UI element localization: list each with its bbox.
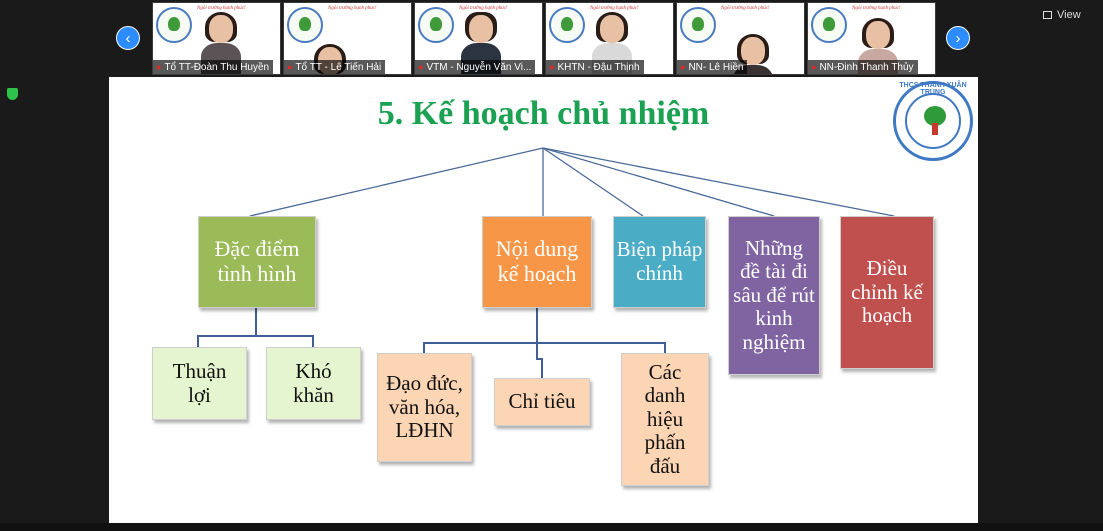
connector-lines — [197, 147, 895, 378]
node-danh-hieu-phan-dau: Các danh hiệu phấn đấu — [621, 353, 709, 486]
encryption-shield-icon — [7, 88, 18, 100]
tile-banner: Ngôi trường hạnh phúc! — [852, 6, 901, 11]
tile-banner: Ngôi trường hạnh phúc! — [197, 6, 246, 11]
node-kho-khan: Khó khăn — [266, 347, 361, 420]
school-logo: THCS THANH XUÂN TRUNG — [893, 81, 973, 161]
node-dac-diem-tinh-hinh: Đặc điểm tình hình — [198, 216, 316, 308]
node-nhung-de-tai: Những đề tài đi sâu để rút kinh nghiệm — [728, 216, 820, 375]
school-logo-icon — [811, 7, 847, 43]
participant-tile[interactable]: Ngôi trường hạnh phúc! ●KHTN - Đậu Thịnh — [545, 2, 674, 75]
participant-name: ●NN-Đinh Thanh Thủy — [808, 60, 918, 74]
participant-video — [592, 12, 632, 74]
node-noi-dung-ke-hoach: Nội dung kế hoạch — [482, 216, 592, 308]
taskbar — [0, 523, 1103, 531]
next-page-button[interactable]: › — [946, 26, 970, 50]
muted-mic-icon: ● — [811, 62, 817, 72]
school-logo-icon — [156, 7, 192, 43]
muted-mic-icon: ● — [680, 62, 686, 72]
chevron-right-icon: › — [955, 30, 961, 47]
school-logo-icon — [418, 7, 454, 43]
muted-mic-icon: ● — [418, 62, 424, 72]
participant-video — [733, 34, 773, 74]
participant-strip: ‹ Ngôi trường hạnh phúc! ●Tổ TT-Đoàn Thu… — [0, 0, 1103, 78]
participant-tile[interactable]: Ngôi trường hạnh phúc! ●Tổ TT - Lê Tiến … — [283, 2, 412, 75]
school-logo-icon — [287, 7, 323, 43]
tile-banner: Ngôi trường hạnh phúc! — [590, 6, 639, 11]
previous-page-button[interactable]: ‹ — [116, 26, 140, 50]
participant-tile[interactable]: Ngôi trường hạnh phúc! ●NN- Lê Hiền — [676, 2, 805, 75]
shared-slide: 5. Kế hoạch chủ nhiệm THCS THANH XUÂN TR… — [109, 77, 978, 523]
tile-banner: Ngôi trường hạnh phúc! — [721, 6, 770, 11]
participant-name: ●Tổ TT-Đoàn Thu Huyền — [153, 60, 274, 74]
participant-name: ●NN- Lê Hiền — [677, 60, 748, 74]
participant-tile[interactable]: Ngôi trường hạnh phúc! ●NN-Đinh Thanh Th… — [807, 2, 936, 75]
view-button[interactable]: View — [1043, 9, 1081, 21]
participant-tile[interactable]: Ngôi trường hạnh phúc! ●VTM - Nguyễn Văn… — [414, 2, 543, 75]
node-dao-duc: Đạo đức, văn hóa, LĐHN — [377, 353, 472, 462]
node-thuan-loi: Thuận lợi — [152, 347, 247, 420]
chevron-left-icon: ‹ — [125, 30, 131, 47]
node-dieu-chinh-ke-hoach: Điều chỉnh kế hoạch — [840, 216, 934, 369]
slide-title: 5. Kế hoạch chủ nhiệm — [377, 95, 710, 132]
participant-name: ●Tổ TT - Lê Tiến Hải — [284, 60, 386, 74]
logo-text: THCS THANH XUÂN TRUNG — [899, 82, 967, 96]
node-chi-tieu: Chỉ tiêu — [494, 378, 590, 426]
node-bien-phap-chinh: Biện pháp chính — [613, 216, 706, 308]
tile-banner: Ngôi trường hạnh phúc! — [459, 6, 508, 11]
school-logo-icon — [549, 7, 585, 43]
participant-name: ●KHTN - Đậu Thịnh — [546, 60, 644, 74]
muted-mic-icon: ● — [549, 62, 555, 72]
grid-view-icon — [1043, 11, 1052, 19]
participant-tile[interactable]: Ngôi trường hạnh phúc! ●Tổ TT-Đoàn Thu H… — [152, 2, 281, 75]
participant-name: ●VTM - Nguyễn Văn Vi... — [415, 60, 536, 74]
tile-banner: Ngôi trường hạnh phúc! — [328, 6, 377, 11]
school-logo-icon — [680, 7, 716, 43]
muted-mic-icon: ● — [287, 62, 293, 72]
view-label: View — [1057, 9, 1081, 21]
muted-mic-icon: ● — [156, 62, 162, 72]
